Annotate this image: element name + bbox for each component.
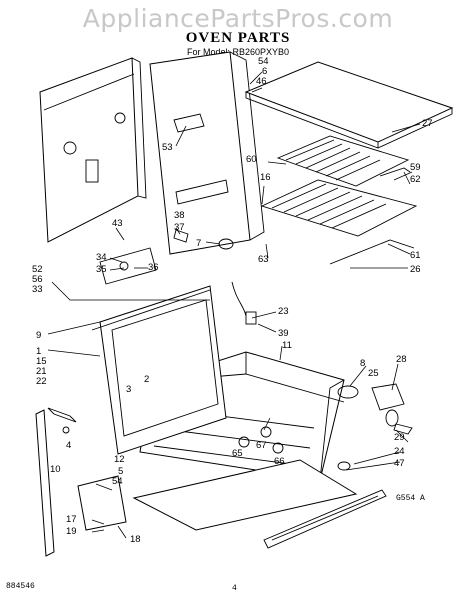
- bottom-vent-drawing: [132, 459, 387, 549]
- model-line: For Model: RB260PXYB0: [186, 47, 290, 57]
- leader-lines: [47, 71, 421, 539]
- callout-59: 59: [410, 162, 421, 173]
- callout-2: 2: [144, 374, 149, 385]
- hinge-bracket-drawing: [77, 475, 127, 531]
- callout-17: 17: [66, 514, 77, 525]
- callout-53: 53: [162, 142, 173, 153]
- callout-39: 39: [278, 328, 289, 339]
- callout-10: 10: [50, 464, 61, 475]
- callout-24: 24: [394, 446, 405, 457]
- callout-11: 11: [282, 340, 292, 351]
- side-trim-drawing: [35, 409, 55, 557]
- callout-54-top: 54: [258, 56, 269, 67]
- footer-left-code: 884546: [6, 582, 35, 591]
- callout-21: 21: [36, 366, 47, 377]
- callout-1: 1: [36, 346, 41, 357]
- callout-22: 22: [36, 376, 47, 387]
- callout-62: 62: [410, 174, 421, 185]
- callout-34: 34: [96, 252, 107, 263]
- callout-12: 12: [114, 454, 125, 465]
- watermark: AppliancePartsPros.com: [82, 4, 394, 33]
- callout-66: 66: [274, 456, 285, 467]
- callout-47: 47: [394, 458, 405, 469]
- callout-35: 35: [96, 264, 107, 275]
- callout-46: 46: [256, 76, 267, 87]
- callout-7: 7: [196, 238, 201, 249]
- callout-54-bottom: 54: [112, 476, 123, 487]
- callout-38: 38: [174, 210, 185, 221]
- callout-65: 65: [232, 448, 243, 459]
- callout-52: 52: [32, 264, 43, 275]
- callout-16: 16: [260, 172, 271, 183]
- callout-6: 6: [262, 66, 267, 77]
- callout-67: 67: [256, 440, 267, 451]
- callout-43: 43: [112, 218, 123, 229]
- callout-28: 28: [396, 354, 407, 365]
- top-cover-drawing: [244, 61, 454, 149]
- callout-26: 26: [410, 264, 421, 275]
- callout-37: 37: [174, 222, 185, 233]
- callout-4: 4: [66, 440, 71, 451]
- callout-15: 15: [36, 356, 47, 367]
- small-parts-drawing: [47, 229, 413, 471]
- callout-61: 61: [410, 250, 421, 261]
- diagram-title: OVEN PARTS: [185, 30, 291, 46]
- footer-page-number: 4: [232, 584, 237, 593]
- callout-60: 60: [246, 154, 257, 165]
- callout-3: 3: [126, 384, 131, 395]
- oven-racks-drawing: [260, 135, 418, 265]
- side-panel-drawing: [149, 51, 265, 255]
- callout-33: 33: [32, 284, 43, 295]
- diagram-code: G554 A: [396, 494, 425, 503]
- callout-23: 23: [278, 306, 289, 317]
- callout-19: 19: [66, 526, 77, 537]
- callout-25: 25: [368, 368, 379, 379]
- front-frame-drawing: [91, 285, 227, 455]
- callout-18: 18: [130, 534, 141, 545]
- back-panel-drawing: [39, 57, 147, 243]
- callout-8: 8: [360, 358, 365, 369]
- callout-27: 27: [422, 118, 433, 129]
- callout-36: 36: [148, 262, 159, 273]
- callout-5: 5: [118, 466, 123, 477]
- callout-29: 29: [394, 432, 405, 443]
- callout-9: 9: [36, 330, 41, 341]
- callout-63: 63: [258, 254, 269, 265]
- callout-labels: 54 6 46 27 53 60 16 59 62 38 37 43 7 63 …: [32, 56, 433, 545]
- callout-56: 56: [32, 274, 43, 285]
